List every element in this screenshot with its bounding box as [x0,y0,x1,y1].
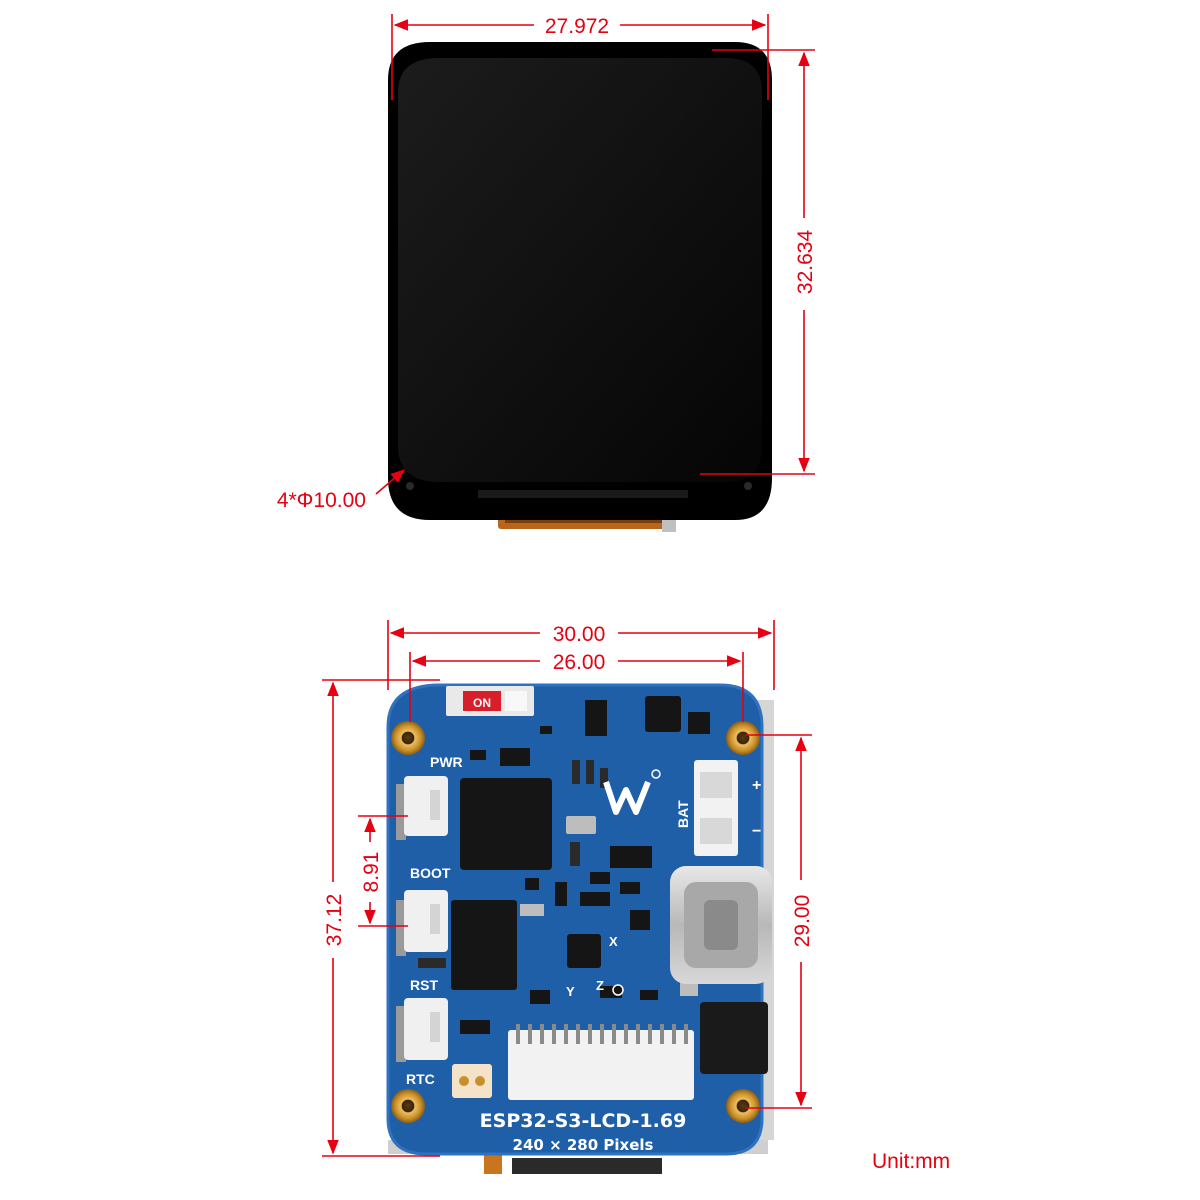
side-buttons [396,776,448,1062]
mount-hole-top-left [391,721,425,755]
lcd-width-label: 27.972 [545,15,609,38]
axis-z-label: Z [596,978,604,993]
lcd-height-label: 32.634 [794,230,817,295]
pcb-components [418,696,772,1100]
bat-minus-label: − [752,823,761,840]
boot-label: BOOT [410,865,451,881]
rst-label: RST [410,977,438,993]
boot-button [404,890,448,952]
board-width-label: 30.00 [553,623,606,646]
dim-hole-spacing-y: 29.00 [745,734,814,1109]
crystal [566,816,596,834]
dim-board-height: 37.12 [322,679,440,1157]
pwr-label: PWR [430,754,463,770]
buzzer [700,1002,768,1074]
dim-lcd-height: 32.634 [700,49,817,475]
dim-lcd-width: 27.972 [391,14,769,100]
hole-spacing-y-label: 29.00 [791,895,814,948]
rtc-connector [452,1064,492,1098]
svg-text:ON: ON [473,696,491,710]
hole-spacing-x-label: 26.00 [553,651,606,674]
mount-hole-bottom-left [391,1089,425,1123]
rtc-label: RTC [406,1071,435,1087]
dim-corner-radius: 4*Φ10.00 [277,469,406,512]
mount-hole-top-right [726,721,760,755]
axis-x-label: X [609,934,618,949]
button-spacing-label: 8.91 [360,852,383,893]
dim-board-width: 30.00 [387,620,775,690]
axis-y-label: Y [566,984,575,999]
mounting-holes [391,721,760,1123]
bat-plus-label: + [752,777,761,794]
fpc-header [508,1030,694,1100]
dim-button-spacing: 8.91 [358,815,408,927]
board-resolution-label: 240 × 280 Pixels [513,1136,654,1154]
board-height-label: 37.12 [323,894,346,947]
board-model-label: ESP32-S3-LCD-1.69 [480,1110,687,1132]
lcd-corner-mark [406,482,414,490]
mount-hole-bottom-right [726,1089,760,1123]
power-switch: ON [446,686,534,716]
dim-hole-spacing-x: 26.00 [409,651,744,722]
pwr-button [404,776,448,836]
rst-button [404,998,448,1060]
imu-chip [567,934,601,968]
lcd-active-area [398,58,762,482]
corner-radius-label: 4*Φ10.00 [277,489,366,512]
unit-label: Unit:mm [872,1150,950,1173]
esp32-chip [460,778,552,870]
lcd-module [388,42,772,532]
bat-label: BAT [675,800,691,828]
waveshare-logo [603,769,661,815]
